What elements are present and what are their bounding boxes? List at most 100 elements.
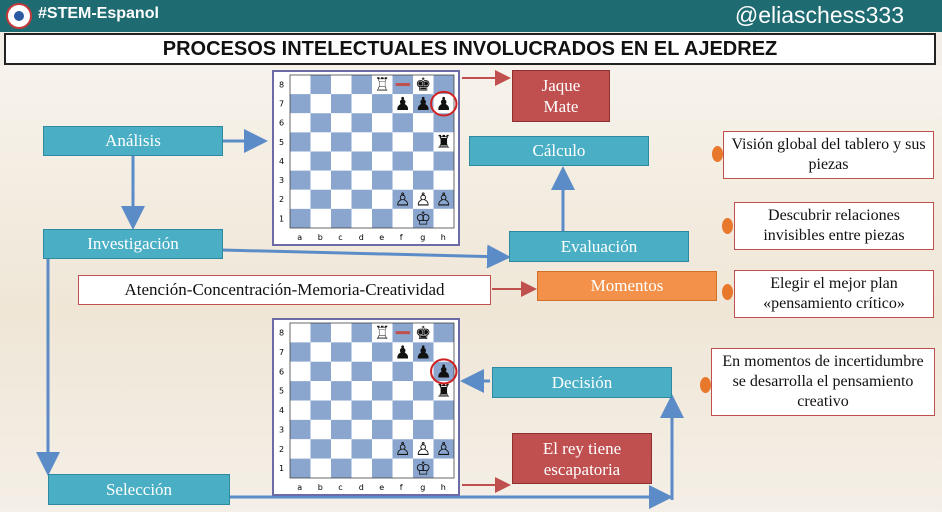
board-square: [331, 208, 352, 228]
bullet-icon: [712, 146, 723, 162]
file-label: b: [318, 483, 323, 492]
board-square: [290, 94, 311, 114]
board-square: [351, 342, 372, 362]
board-square: [310, 94, 331, 114]
board-square: [310, 361, 331, 382]
board-square: [392, 419, 413, 440]
board-square: [413, 381, 434, 401]
board-square: [331, 400, 352, 420]
board-square: [290, 342, 311, 362]
board-square: [351, 400, 372, 420]
chess-piece: ♙: [436, 189, 452, 210]
board-square: [413, 132, 434, 152]
highlight-circle: [430, 358, 458, 385]
board-square: [290, 208, 311, 228]
board-square: [351, 75, 372, 95]
rank-label: 8: [279, 329, 284, 338]
board-square: [433, 342, 454, 362]
board-square: [392, 342, 413, 362]
file-label: e: [379, 233, 384, 242]
board-square: [372, 113, 393, 133]
board-square: [392, 361, 413, 382]
chess-piece: ♔: [415, 459, 431, 480]
board-square: [392, 439, 413, 459]
chess-piece: ♖: [374, 323, 390, 344]
highlight-circle: [430, 90, 458, 117]
board-square: [290, 439, 311, 459]
board-square: [310, 208, 331, 228]
file-label: a: [297, 483, 302, 492]
rank-label: 6: [279, 367, 284, 376]
top-bar: #STEM-Espanol @eliaschess333: [0, 0, 942, 32]
board-square: [351, 439, 372, 459]
board-square: [433, 361, 454, 382]
board-square: [392, 458, 413, 478]
board-square: [413, 94, 434, 114]
board-square: [372, 400, 393, 420]
rank-label: 4: [279, 406, 284, 415]
file-label: d: [359, 483, 364, 492]
board-square: [392, 381, 413, 401]
rank-label: 2: [279, 195, 284, 204]
check-line: [395, 331, 410, 335]
note-relaciones: Descubrir relaciones invisibles entre pi…: [734, 202, 934, 250]
board-square: [413, 189, 434, 209]
board-square: [413, 323, 434, 343]
board-square: [351, 113, 372, 133]
chess-piece: ♙: [415, 439, 431, 460]
chess-piece: ♚: [415, 75, 431, 96]
board-square: [372, 151, 393, 171]
board-square: [351, 208, 372, 228]
board-square: [310, 419, 331, 440]
rank-label: 1: [279, 464, 284, 473]
atencion-box: Atención-Concentración-Memoria-Creativid…: [78, 275, 491, 305]
file-label: c: [338, 233, 342, 242]
board-square: [433, 400, 454, 420]
chess-piece: ♜: [436, 381, 452, 402]
board-square: [310, 400, 331, 420]
board-square: [331, 151, 352, 171]
board-square: [351, 189, 372, 209]
arrow-investigacion-evaluacion: [221, 244, 511, 269]
board-square: [372, 323, 393, 343]
board-square: [331, 170, 352, 190]
board-square: [290, 113, 311, 133]
board-square: [351, 170, 372, 190]
board-square: [351, 361, 372, 382]
board-square: [351, 132, 372, 152]
board-square: [290, 323, 311, 343]
file-label: f: [400, 483, 403, 492]
board-square: [310, 342, 331, 362]
board-square: [290, 132, 311, 152]
chess-piece: ♟: [436, 362, 452, 383]
bullet-icon: [722, 218, 733, 234]
rey-escapatoria-box: El rey tiene escapatoria: [512, 433, 652, 484]
board-square: [433, 189, 454, 209]
rank-label: 5: [279, 387, 284, 396]
board-square: [392, 113, 413, 133]
board-square: [433, 381, 454, 401]
rank-label: 3: [279, 176, 284, 185]
board-square: [372, 381, 393, 401]
handle-label: @eliaschess333: [734, 2, 904, 28]
board-square: [413, 400, 434, 420]
rank-label: 5: [279, 138, 284, 147]
investigacion-box: Investigación: [43, 229, 223, 259]
board-square: [290, 189, 311, 209]
board-square: [310, 75, 331, 95]
file-label: e: [379, 483, 384, 492]
jaque-mate-box: Jaque Mate: [512, 70, 610, 122]
board-square: [310, 170, 331, 190]
board-square: [372, 189, 393, 209]
board-square: [433, 132, 454, 152]
board-square: [372, 419, 393, 440]
board-square: [290, 419, 311, 440]
board-square: [413, 151, 434, 171]
board-square: [392, 94, 413, 114]
evaluacion-box: Evaluación: [509, 231, 689, 262]
rank-label: 6: [279, 119, 284, 128]
file-label: f: [400, 233, 403, 242]
chess-piece: ♖: [374, 75, 390, 96]
